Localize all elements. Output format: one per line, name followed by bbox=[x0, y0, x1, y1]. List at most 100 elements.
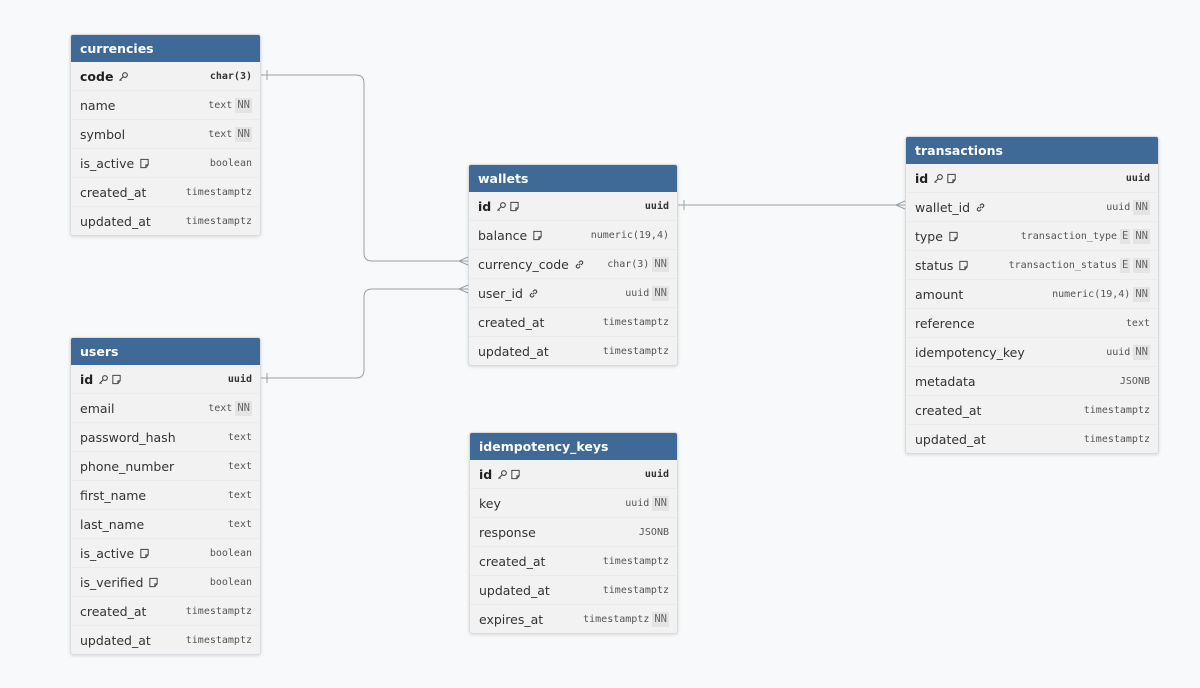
table-title[interactable]: idempotency_keys bbox=[470, 433, 677, 460]
column-type: numeric(19,4) bbox=[590, 229, 669, 241]
column-name-wrap: wallet_id bbox=[915, 200, 986, 215]
column-name: id bbox=[80, 371, 94, 387]
column-name: created_at bbox=[478, 314, 545, 330]
column-name: email bbox=[80, 400, 115, 416]
column-type: boolean bbox=[209, 547, 252, 559]
column-name: updated_at bbox=[80, 213, 151, 229]
column-name: created_at bbox=[80, 603, 147, 619]
table-title[interactable]: wallets bbox=[469, 165, 677, 192]
not-null-badge: NN bbox=[1133, 286, 1150, 302]
column-name: updated_at bbox=[478, 343, 549, 359]
column-name-wrap: name bbox=[80, 98, 115, 113]
column-row[interactable]: balance numeric(19,4) bbox=[469, 220, 677, 249]
column-icons bbox=[139, 548, 150, 559]
column-name-wrap: id bbox=[915, 171, 957, 186]
column-name-wrap: balance bbox=[478, 228, 543, 243]
key-icon bbox=[118, 71, 129, 82]
column-name: response bbox=[479, 524, 536, 540]
cardinality-many-marker bbox=[895, 200, 906, 210]
column-name-wrap: symbol bbox=[80, 127, 125, 142]
column-type: timestamptz bbox=[1083, 433, 1150, 445]
column-name: idempotency_key bbox=[915, 344, 1025, 360]
not-null-badge: NN bbox=[1133, 228, 1150, 244]
not-null-badge: NN bbox=[1133, 199, 1150, 215]
key-icon bbox=[497, 469, 508, 480]
note-icon bbox=[111, 374, 122, 385]
not-null-badge: NN bbox=[235, 126, 252, 142]
column-icons bbox=[948, 231, 959, 242]
not-null-badge: NN bbox=[652, 611, 669, 627]
note-icon bbox=[139, 158, 150, 169]
column-name: updated_at bbox=[479, 582, 550, 598]
column-name: type bbox=[915, 228, 943, 244]
link-icon bbox=[975, 202, 986, 213]
column-row[interactable]: updated_at timestamptz bbox=[71, 625, 260, 654]
column-name: user_id bbox=[478, 285, 523, 301]
column-row[interactable]: id uuid bbox=[71, 365, 260, 393]
column-name: name bbox=[80, 97, 116, 113]
column-type: boolean bbox=[209, 576, 252, 588]
key-icon bbox=[98, 374, 109, 385]
not-null-badge: NN bbox=[652, 285, 669, 301]
column-type: text bbox=[208, 99, 233, 111]
column-name-wrap: updated_at bbox=[80, 633, 151, 648]
table-title[interactable]: users bbox=[71, 338, 260, 365]
column-name-wrap: phone_number bbox=[80, 459, 174, 474]
column-icons bbox=[532, 230, 543, 241]
column-type: timestamptz bbox=[185, 634, 252, 646]
column-name: is_verified bbox=[80, 574, 144, 590]
column-icons bbox=[497, 469, 521, 480]
column-type: uuid bbox=[227, 373, 252, 385]
column-type: timestamptz bbox=[185, 186, 252, 198]
column-name-wrap: first_name bbox=[80, 488, 146, 503]
column-name-wrap: updated_at bbox=[479, 583, 550, 598]
table-title[interactable]: transactions bbox=[906, 137, 1158, 164]
column-name-wrap: reference bbox=[915, 316, 975, 331]
column-name-wrap: amount bbox=[915, 287, 963, 302]
column-name-wrap: email bbox=[80, 401, 114, 416]
relationship-line bbox=[259, 288, 468, 379]
table-title[interactable]: currencies bbox=[71, 35, 260, 62]
column-name: metadata bbox=[915, 373, 976, 389]
column-row[interactable]: is_verified boolean bbox=[71, 567, 260, 596]
